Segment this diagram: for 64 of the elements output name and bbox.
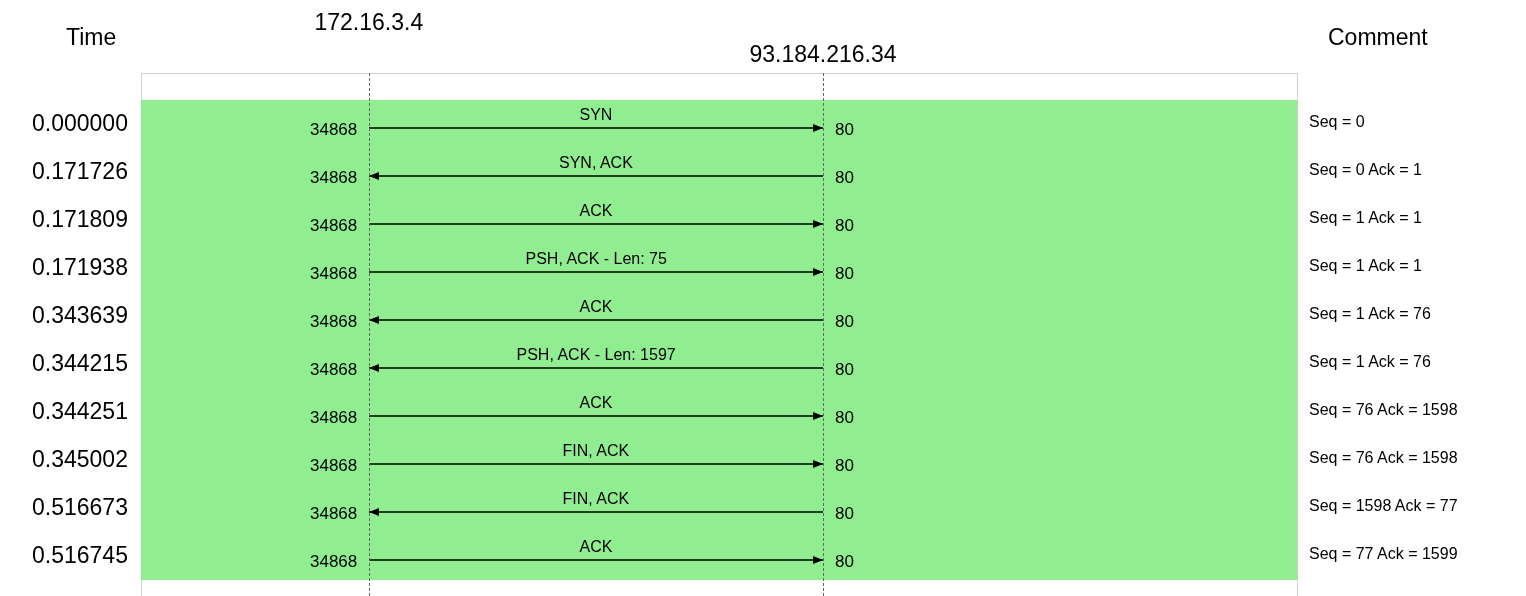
port-number: 80 bbox=[835, 553, 854, 570]
edge-label: FIN, ACK bbox=[560, 443, 632, 459]
comment-text: Seq = 1 Ack = 76 bbox=[1309, 306, 1431, 322]
message-arrow bbox=[368, 316, 824, 324]
port-number: 80 bbox=[835, 409, 854, 426]
comment-text: Seq = 1 Ack = 1 bbox=[1309, 258, 1422, 274]
port-number: 80 bbox=[835, 217, 854, 234]
host-address: 93.184.216.34 bbox=[749, 43, 897, 66]
message-arrow bbox=[368, 220, 824, 228]
port-number: 34868 bbox=[310, 409, 358, 426]
edge-label: SYN, ACK bbox=[557, 155, 635, 171]
port-number: 80 bbox=[835, 169, 854, 186]
port-number: 80 bbox=[835, 265, 854, 282]
port-number: 80 bbox=[835, 505, 854, 522]
message-arrow bbox=[368, 268, 824, 276]
edge-label: ACK bbox=[577, 203, 615, 219]
host-lifeline bbox=[749, 43, 897, 596]
comment-text: Seq = 77 Ack = 1599 bbox=[1309, 546, 1458, 562]
comment-text: Seq = 76 Ack = 1598 bbox=[1309, 450, 1458, 466]
edge-label: ACK bbox=[577, 395, 615, 411]
edge-label: PSH, ACK - Len: 75 bbox=[523, 251, 669, 267]
port-number: 80 bbox=[835, 313, 854, 330]
timestamp: 0.516673 bbox=[32, 496, 128, 519]
message-arrow bbox=[368, 124, 824, 132]
timestamp: 0.171809 bbox=[32, 208, 128, 231]
port-number: 34868 bbox=[310, 265, 358, 282]
port-number: 34868 bbox=[310, 121, 358, 138]
comment-text: Seq = 0 bbox=[1309, 114, 1365, 130]
timestamp: 0.171938 bbox=[32, 256, 128, 279]
timestamp: 0.344251 bbox=[32, 400, 128, 423]
port-number: 34868 bbox=[310, 169, 358, 186]
comment-text: Seq = 1 Ack = 76 bbox=[1309, 354, 1431, 370]
comment-text: Seq = 0 Ack = 1 bbox=[1309, 162, 1422, 178]
port-number: 34868 bbox=[310, 505, 358, 522]
timestamp: 0.171726 bbox=[32, 160, 128, 183]
edge-label: FIN, ACK bbox=[560, 491, 632, 507]
comment-text: Seq = 1598 Ack = 77 bbox=[1309, 498, 1458, 514]
comment-text: Seq = 76 Ack = 1598 bbox=[1309, 402, 1458, 418]
port-number: 80 bbox=[835, 121, 854, 138]
port-number: 34868 bbox=[310, 361, 358, 378]
message-arrow bbox=[368, 508, 824, 516]
message-arrow bbox=[368, 412, 824, 420]
port-number: 80 bbox=[835, 457, 854, 474]
message-arrow bbox=[368, 556, 824, 564]
timestamp: 0.343639 bbox=[32, 304, 128, 327]
port-number: 34868 bbox=[310, 553, 358, 570]
edge-label: ACK bbox=[577, 539, 615, 555]
port-number: 34868 bbox=[310, 217, 358, 234]
host-address: 172.16.3.4 bbox=[314, 11, 424, 34]
message-arrow bbox=[368, 172, 824, 180]
timestamp: 0.344215 bbox=[32, 352, 128, 375]
timestamp: 0.345002 bbox=[32, 448, 128, 471]
port-number: 34868 bbox=[310, 457, 358, 474]
port-number: 34868 bbox=[310, 313, 358, 330]
message-arrow bbox=[368, 460, 824, 468]
timestamp: 0.000000 bbox=[32, 112, 128, 135]
edge-label: ACK bbox=[577, 299, 615, 315]
port-number: 80 bbox=[835, 361, 854, 378]
comment-text: Seq = 1 Ack = 1 bbox=[1309, 210, 1422, 226]
message-arrow bbox=[368, 364, 824, 372]
column-header: Time bbox=[66, 26, 117, 49]
timestamp: 0.516745 bbox=[32, 544, 128, 567]
column-header: Comment bbox=[1328, 26, 1428, 49]
edge-label: PSH, ACK - Len: 1597 bbox=[514, 347, 678, 363]
